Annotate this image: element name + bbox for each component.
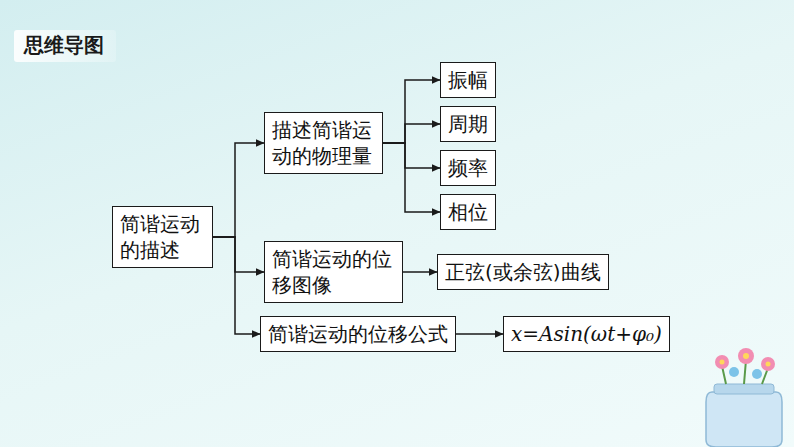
leaf-box: 相位 <box>440 194 496 230</box>
arrow-connector <box>383 80 440 143</box>
arrow-connector <box>213 143 264 237</box>
node-text: x=Asin(ωt+φ₀) <box>511 321 662 347</box>
branch-box: 描述简谐运动的物理量 <box>264 112 383 174</box>
arrow-connector <box>456 333 503 335</box>
node-text: 简谐运动的位移图像 <box>272 246 395 298</box>
branch-box: 简谐运动的位移公式 <box>260 316 456 352</box>
leaf-box: 频率 <box>440 150 496 186</box>
branch-box: 简谐运动的位移图像 <box>264 241 403 303</box>
section-tab: 思维导图 <box>14 30 116 62</box>
arrow-connector <box>383 124 440 143</box>
arrow-connector <box>383 143 440 212</box>
leaf-box: 周期 <box>440 106 496 142</box>
node-text: 周期 <box>448 111 488 137</box>
leaf-box: 正弦(或余弦)曲线 <box>437 254 609 290</box>
node-text: 正弦(或余弦)曲线 <box>445 259 601 285</box>
root-box: 简谐运动的描述 <box>112 206 213 268</box>
node-text: 简谐运动的位移公式 <box>268 321 448 347</box>
arrow-connector <box>213 237 260 334</box>
flower-jar <box>706 348 782 447</box>
arrow-connector <box>383 143 440 168</box>
arrow-connector <box>213 237 264 272</box>
leaf-box: 振幅 <box>440 62 496 98</box>
node-text: 简谐运动的描述 <box>120 211 205 263</box>
node-text: 相位 <box>448 199 488 225</box>
formula-box: x=Asin(ωt+φ₀) <box>503 316 670 352</box>
arrow-connector <box>403 271 437 273</box>
node-text: 振幅 <box>448 67 488 93</box>
node-text: 频率 <box>448 155 488 181</box>
node-text: 描述简谐运动的物理量 <box>272 117 375 169</box>
